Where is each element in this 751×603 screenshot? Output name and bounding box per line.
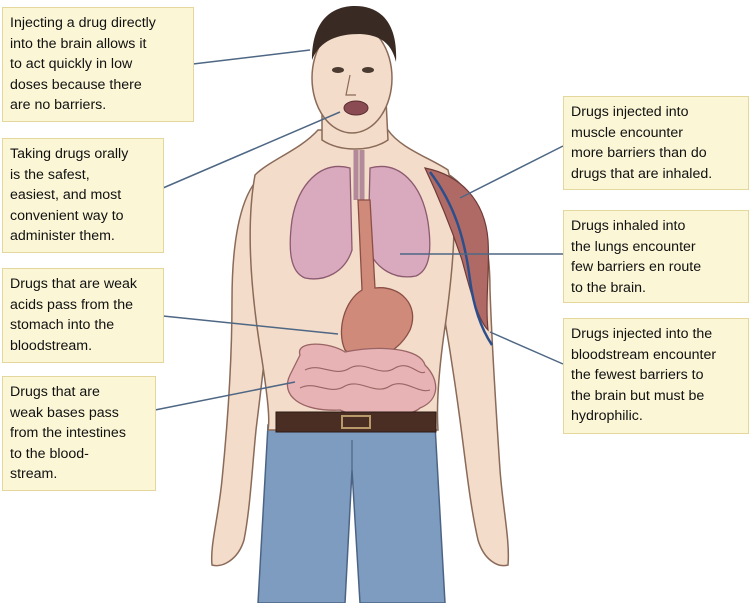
callout-brain-injection: Injecting a drug directly into the brain… [2, 7, 194, 122]
leader-line-intestine [154, 381, 296, 411]
leader-line-bloodstream [489, 331, 564, 365]
callout-oral: Taking drugs orally is the safest, easie… [2, 138, 164, 253]
leader-line-oral [162, 111, 341, 189]
jeans [257, 424, 446, 603]
head [311, 6, 397, 134]
callout-intestine: Drugs that are weak bases pass from the … [2, 376, 156, 491]
callout-bloodstream-injection: Drugs injected into the bloodstream enco… [563, 318, 749, 434]
callout-muscle-injection: Drugs injected into muscle encounter mor… [563, 96, 749, 190]
callout-lungs-inhaled: Drugs inhaled into the lungs encounter f… [563, 210, 749, 303]
leader-line-brain [192, 49, 311, 65]
leader-line-muscle [459, 145, 564, 199]
lungs [289, 165, 431, 280]
leader-lines [154, 49, 564, 411]
arm-vein [429, 171, 494, 346]
trachea [353, 150, 365, 200]
callout-stomach: Drugs that are weak acids pass from the … [2, 268, 164, 363]
belt [275, 411, 437, 433]
leader-line-stomach [162, 315, 339, 335]
intestines [286, 343, 437, 418]
